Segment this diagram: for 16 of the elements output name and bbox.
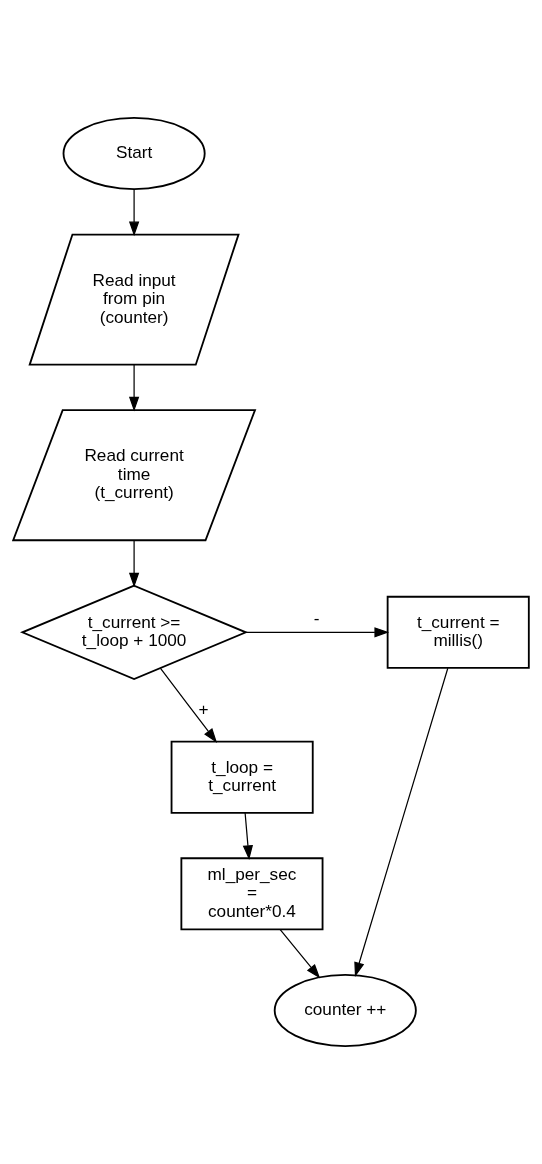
node-diamond: t_current >= t_loop + 1000 [20,584,249,680]
arrow [279,929,321,979]
node-ellipse: counter ++ [273,973,417,1047]
node-box: ml_per_sec = counter*0.4 [180,857,324,931]
arrow [245,627,390,638]
node-box: t_current = millis() [386,595,530,669]
arrow [159,667,218,743]
arrow [354,667,449,977]
arrow [128,364,140,412]
edge-label: - [313,607,320,628]
arrow [128,540,140,588]
edge-label: + [198,698,209,719]
arrow [128,188,140,237]
arrow [242,812,254,861]
node-ellipse: Start [62,117,206,191]
node-box: t_loop = t_current [170,740,314,814]
